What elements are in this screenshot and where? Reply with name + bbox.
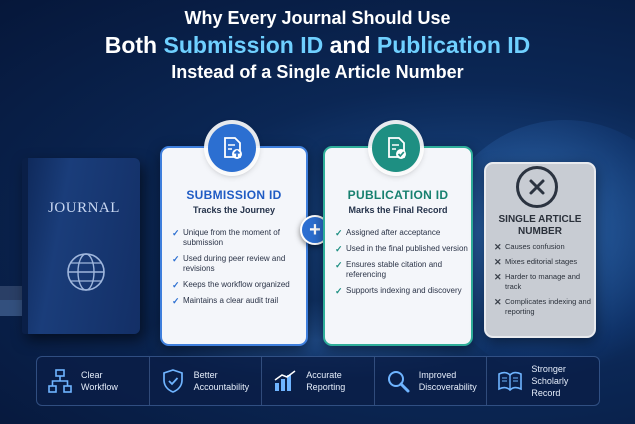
list-item: ✓Supports indexing and discovery xyxy=(335,286,469,296)
book-stack xyxy=(0,286,22,300)
headline: Why Every Journal Should Use Both Submis… xyxy=(0,6,635,84)
check-icon: ✓ xyxy=(172,254,180,264)
headline-submission-id: Submission ID xyxy=(163,32,324,58)
benefit-clear-workflow: Clear Workflow xyxy=(37,357,150,405)
bar-chart-icon xyxy=(274,370,296,391)
journal-book-title: JOURNAL xyxy=(48,200,120,216)
list-item: ✓Maintains a clear audit trail xyxy=(172,296,302,306)
list-item: ✓Used in the final published version xyxy=(335,244,469,254)
check-icon: ✓ xyxy=(335,260,343,270)
single-title-line2: NUMBER xyxy=(518,226,562,237)
benefit-label-line1: Improved xyxy=(418,370,457,380)
list-item-text: Complicates indexing and reporting xyxy=(505,297,591,316)
list-item: ✕Harder to manage and track xyxy=(494,272,594,292)
list-item: ✕Complicates indexing and reporting xyxy=(494,297,594,317)
x-mark-icon: ✕ xyxy=(494,272,502,282)
x-mark-icon: ✕ xyxy=(494,242,502,252)
headline-line2: Both Submission ID and Publication ID xyxy=(0,30,635,60)
headline-line3: Instead of a Single Article Number xyxy=(171,62,464,82)
shield-check-icon xyxy=(162,369,183,393)
book-stack xyxy=(0,300,26,316)
benefit-label-line2: Reporting xyxy=(306,382,346,392)
benefit-label-line1: Stronger xyxy=(531,364,566,374)
x-icon xyxy=(516,166,558,208)
headline-publication-id: Publication ID xyxy=(376,32,531,58)
open-book-icon xyxy=(498,371,523,392)
publication-id-card: PUBLICATION ID Marks the Final Record ✓A… xyxy=(323,146,473,346)
headline-line1: Why Every Journal Should Use xyxy=(184,8,451,28)
benefit-label: Better Accountability xyxy=(194,369,250,393)
journal-book: JOURNAL xyxy=(22,158,140,334)
benefit-label-line2: Workflow xyxy=(81,382,118,392)
check-icon: ✓ xyxy=(335,228,343,238)
check-icon: ✓ xyxy=(335,286,343,296)
benefit-label: Clear Workflow xyxy=(81,369,118,393)
list-item: ✓Keeps the workflow organized xyxy=(172,280,302,290)
x-mark-icon: ✕ xyxy=(494,297,502,307)
list-item: ✓Used during peer review and revisions xyxy=(172,254,302,274)
benefits-bar: Clear Workflow Better Accountability A xyxy=(36,356,600,406)
list-item: ✓Ensures stable citation and referencing xyxy=(335,260,469,280)
benefit-label-line1: Better xyxy=(193,370,218,380)
benefit-accurate-reporting: Accurate Reporting xyxy=(262,357,375,405)
list-item-text: Assigned after acceptance xyxy=(346,228,441,237)
list-item-text: Keeps the workflow organized xyxy=(183,280,290,289)
submission-id-card: SUBMISSION ID Tracks the Journey ✓Unique… xyxy=(160,146,308,346)
benefit-label: Accurate Reporting xyxy=(306,369,345,393)
check-icon: ✓ xyxy=(172,280,180,290)
benefit-improved-discoverability: Improved Discoverability xyxy=(375,357,488,405)
benefit-label: Stronger Scholarly Record xyxy=(531,363,599,399)
list-item-text: Supports indexing and discovery xyxy=(346,286,462,295)
publication-id-title: PUBLICATION ID xyxy=(347,188,449,202)
list-item-text: Harder to manage and track xyxy=(505,272,581,291)
flowchart-icon xyxy=(48,369,72,393)
list-item: ✕Mixes editorial stages xyxy=(494,257,594,267)
list-item: ✓Unique from the moment of submission xyxy=(172,228,302,248)
benefit-label-line2: Scholarly Record xyxy=(531,376,569,398)
headline-and: and xyxy=(323,32,377,58)
submission-id-list: ✓Unique from the moment of submission ✓U… xyxy=(172,228,302,312)
benefit-better-accountability: Better Accountability xyxy=(150,357,263,405)
submission-id-header: SUBMISSION ID Tracks the Journey xyxy=(162,188,306,215)
headline-both: Both xyxy=(104,32,164,58)
document-check-icon xyxy=(372,124,420,172)
benefit-label-line1: Clear xyxy=(81,370,103,380)
publication-id-tagline: Marks the Final Record xyxy=(348,205,448,215)
benefit-stronger-scholarly-record: Stronger Scholarly Record xyxy=(487,357,599,405)
check-icon: ✓ xyxy=(172,228,180,238)
list-item-text: Causes confusion xyxy=(505,242,565,251)
x-mark-icon: ✕ xyxy=(494,257,502,267)
submission-id-title: SUBMISSION ID xyxy=(186,188,282,202)
submission-id-tagline: Tracks the Journey xyxy=(192,205,276,215)
publication-id-list: ✓Assigned after acceptance ✓Used in the … xyxy=(335,228,469,302)
benefit-label: Improved Discoverability xyxy=(419,369,477,393)
list-item-text: Used in the final published version xyxy=(346,244,468,253)
single-article-number-title: SINGLE ARTICLE NUMBER xyxy=(486,214,594,238)
benefit-label-line2: Accountability xyxy=(193,382,250,392)
publication-id-header: PUBLICATION ID Marks the Final Record xyxy=(325,188,471,215)
list-item-text: Mixes editorial stages xyxy=(505,257,578,266)
single-article-number-list: ✕Causes confusion ✕Mixes editorial stage… xyxy=(494,242,594,322)
list-item: ✓Assigned after acceptance xyxy=(335,228,469,238)
list-item-text: Ensures stable citation and referencing xyxy=(346,260,443,279)
benefit-label-line2: Discoverability xyxy=(418,382,477,392)
list-item-text: Maintains a clear audit trail xyxy=(183,296,279,305)
magnifier-icon xyxy=(387,371,410,393)
single-title-line1: SINGLE ARTICLE xyxy=(498,214,582,225)
benefit-label-line1: Accurate xyxy=(306,370,342,380)
check-icon: ✓ xyxy=(335,244,343,254)
list-item-text: Unique from the moment of submission xyxy=(183,228,280,247)
list-item: ✕Causes confusion xyxy=(494,242,594,252)
globe-icon xyxy=(67,253,105,291)
document-upload-icon xyxy=(208,124,256,172)
list-item-text: Used during peer review and revisions xyxy=(183,254,286,273)
check-icon: ✓ xyxy=(172,296,180,306)
